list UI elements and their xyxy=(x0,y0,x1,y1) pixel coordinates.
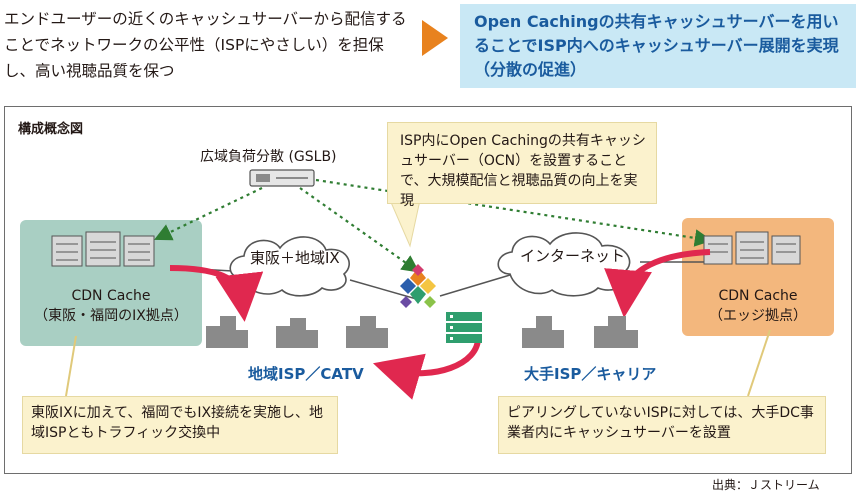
header-right-box: Open Cachingの共有キャッシュサーバーを用いることでISP内へのキャッ… xyxy=(460,4,856,88)
gslb-to-cdn-left-arrow xyxy=(154,187,263,241)
ix-cloud-label: 東阪＋地域IX xyxy=(250,249,340,267)
gslb-to-ocn-arrow xyxy=(299,187,420,273)
isp-right-label: 大手ISP／キャリア xyxy=(524,365,657,383)
internet-cloud-icon xyxy=(497,232,631,297)
callout-left-pointer xyxy=(65,335,77,397)
cdn-right-delivery-arrow xyxy=(604,249,711,318)
open-caching-logo-icon xyxy=(400,264,436,308)
ocn-delivery-arrow xyxy=(372,335,481,400)
gslb-server-icon xyxy=(249,169,315,187)
source-credit: 出典：Ｊストリーム xyxy=(712,478,820,492)
isp-left-label: 地域ISP／CATV xyxy=(248,365,364,383)
callout-right: ピアリングしていないISPに対しては、大手DC事業者内にキャッシュサーバーを設置 xyxy=(498,396,826,454)
cdn-left-server-icon xyxy=(51,231,155,267)
header-right-text: Open Cachingの共有キャッシュサーバーを用いることでISP内へのキャッ… xyxy=(474,12,839,79)
gslb-label: 広域負荷分散 (GSLB) xyxy=(200,149,337,165)
diagram-title: 構成概念図 xyxy=(18,122,84,137)
callout-center-text: ISP内にOpen Cachingの共有キャッシュサーバー（OCN）を設置するこ… xyxy=(400,133,646,209)
cdn-left-label: CDN Cache （東阪・福岡のIX拠点） xyxy=(34,288,188,324)
ocn-server-icon xyxy=(446,312,482,343)
cdn-right-server-icon xyxy=(703,231,801,265)
callout-right-pointer xyxy=(747,329,771,397)
callout-right-text: ピアリングしていないISPに対しては、大手DC事業者内にキャッシュサーバーを設置 xyxy=(507,405,814,441)
gslb-to-cdn-right-arrow xyxy=(315,178,713,247)
isp-left-buildings-icon xyxy=(206,316,388,348)
header-left-text: エンドユーザーの近くのキャッシュサーバーから配信することでネットワークの公平性（… xyxy=(4,10,407,80)
cdn-left-delivery-arrow xyxy=(169,265,264,322)
isp-right-buildings-icon xyxy=(522,316,638,348)
callout-left-text: 東阪IXに加えて、福岡でもIX接続を実施し、地域ISPともトラフィック交換中 xyxy=(31,405,324,441)
callout-center: ISP内にOpen Cachingの共有キャッシュサーバー（OCN）を設置するこ… xyxy=(387,122,657,209)
header-arrow-icon xyxy=(422,20,448,56)
cdn-right-label: CDN Cache （エッジ拠点） xyxy=(709,288,807,324)
callout-left: 東阪IXに加えて、福岡でもIX接続を実施し、地域ISPともトラフィック交換中 xyxy=(22,396,338,454)
internet-cloud-label: インターネット xyxy=(520,247,626,265)
